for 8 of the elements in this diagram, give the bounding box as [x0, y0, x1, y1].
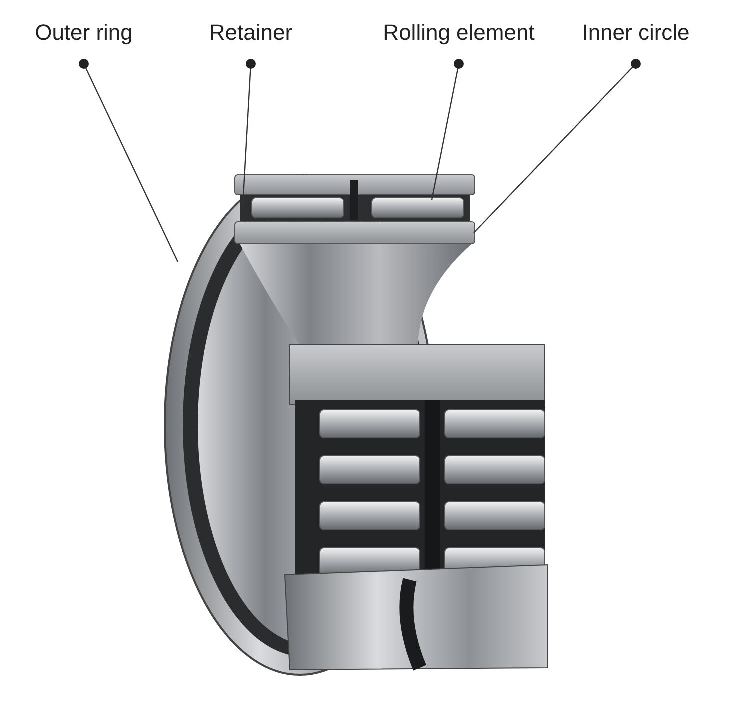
part-label: Rolling element	[383, 20, 535, 46]
part-label: Outer ring	[35, 20, 133, 46]
leader-line	[242, 59, 256, 206]
part-label: Retainer	[209, 20, 293, 46]
leader-line	[431, 59, 464, 200]
leader-line	[79, 59, 179, 262]
part-label: Inner circle	[582, 20, 690, 46]
leader-line	[474, 59, 641, 234]
